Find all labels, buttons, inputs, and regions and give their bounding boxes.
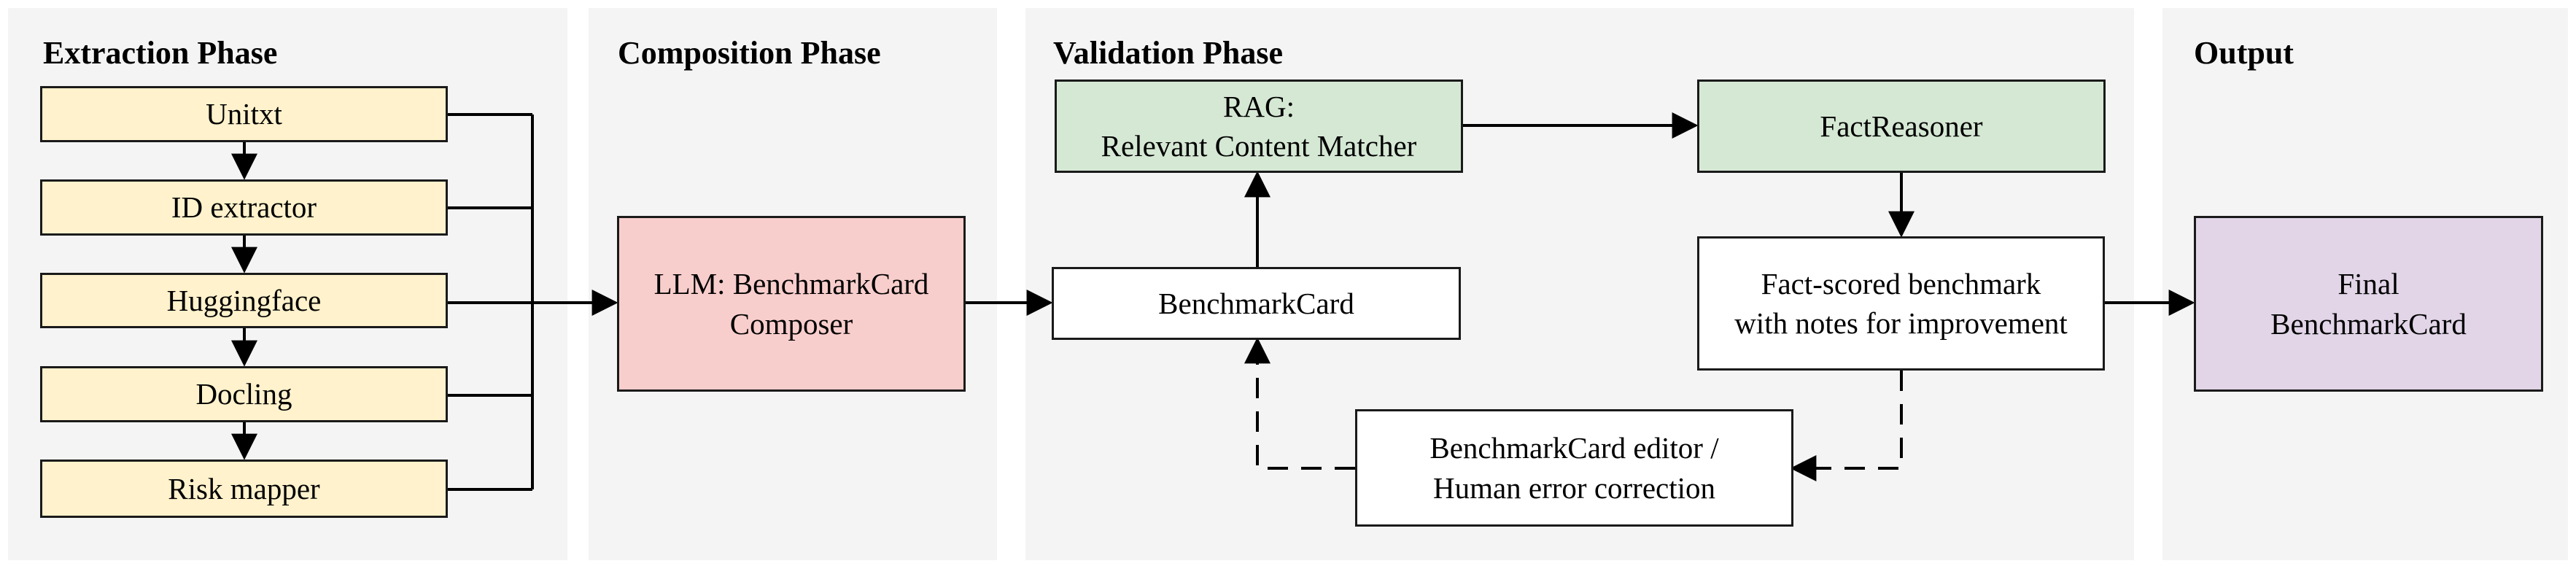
dashed-editor-to-benchmarkcard xyxy=(1244,337,1355,470)
huggingface-node: Huggingface xyxy=(40,273,448,328)
composer-line1: LLM: BenchmarkCard xyxy=(653,267,929,301)
id-extractor-node: ID extractor xyxy=(40,179,448,236)
rag-line1: RAG: xyxy=(1223,89,1295,123)
output-phase-title: Output xyxy=(2194,35,2294,71)
editor-node: BenchmarkCard editor / Human error corre… xyxy=(1355,409,1793,527)
factreasoner-node: FactReasoner xyxy=(1697,80,2106,173)
risk-mapper-label: Risk mapper xyxy=(168,471,320,505)
fact-scored-node: Fact-scored benchmark with notes for imp… xyxy=(1697,236,2105,371)
extraction-phase-title: Extraction Phase xyxy=(43,35,278,71)
dashed-factscored-to-editor xyxy=(1790,371,1903,481)
unitxt-label: Unitxt xyxy=(206,97,282,131)
rag-line2: Relevant Content Matcher xyxy=(1101,129,1417,163)
fact-scored-line2: with notes for improvement xyxy=(1734,306,2068,340)
final-line2: BenchmarkCard xyxy=(2270,306,2467,341)
composition-phase-title: Composition Phase xyxy=(618,35,881,71)
risk-mapper-node: Risk mapper xyxy=(40,460,448,518)
docling-label: Docling xyxy=(195,377,292,411)
editor-line1: BenchmarkCard editor / xyxy=(1429,431,1719,465)
benchmarkcard-node: BenchmarkCard xyxy=(1052,267,1461,340)
rag-node: RAG: Relevant Content Matcher xyxy=(1055,80,1463,173)
huggingface-label: Huggingface xyxy=(166,283,322,317)
validation-phase-title: Validation Phase xyxy=(1053,35,1284,71)
unitxt-node: Unitxt xyxy=(40,86,448,142)
final-line1: Final xyxy=(2338,267,2400,301)
docling-node: Docling xyxy=(40,366,448,422)
benchmarkcard-label: BenchmarkCard xyxy=(1158,286,1354,320)
final-benchmarkcard-node: Final BenchmarkCard xyxy=(2194,216,2543,392)
editor-line2: Human error correction xyxy=(1432,470,1716,505)
id-extractor-label: ID extractor xyxy=(171,190,317,225)
fact-scored-line1: Fact-scored benchmark xyxy=(1761,266,2041,301)
composer-line2: Composer xyxy=(729,306,853,341)
factreasoner-label: FactReasoner xyxy=(1820,109,1983,143)
composer-node: LLM: BenchmarkCard Composer xyxy=(617,216,966,392)
